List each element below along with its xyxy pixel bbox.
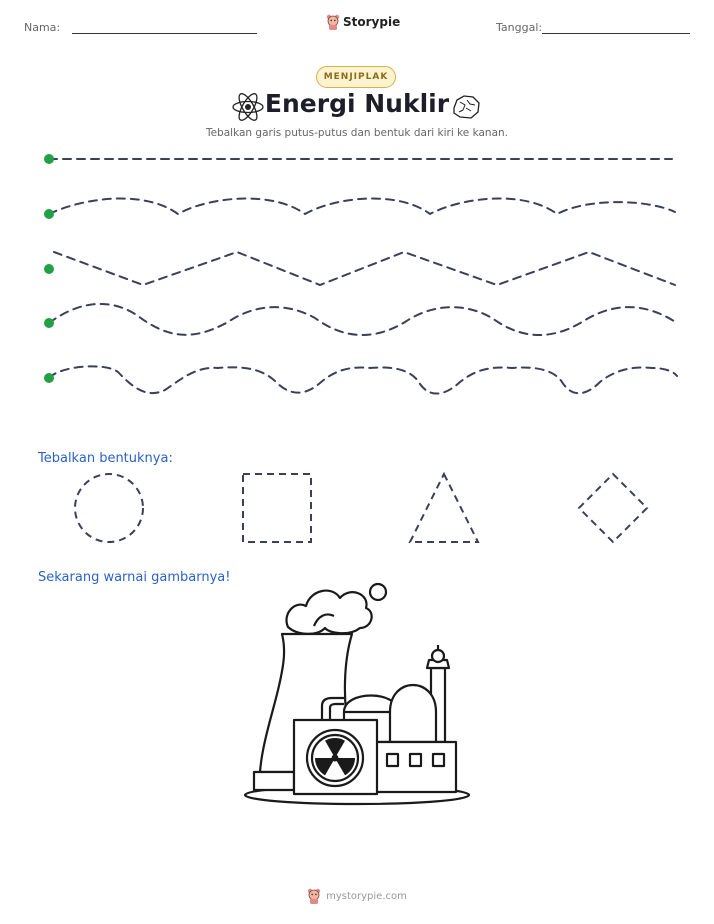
name-label: Nama: <box>24 21 61 34</box>
trace-line-zigzag[interactable] <box>53 250 676 287</box>
page-title: Energi Nuklir <box>264 89 450 118</box>
date-field[interactable] <box>542 33 690 34</box>
tracing-shapes <box>74 471 649 544</box>
trace-line-wave-2[interactable] <box>48 302 678 337</box>
trace-line-wave[interactable] <box>48 197 676 216</box>
trace-shape-circle[interactable] <box>74 473 144 543</box>
instructions: Tebalkan garis putus-putus dan bentuk da… <box>205 127 509 139</box>
footer-site: mystorypie.com <box>326 890 407 902</box>
footer: mystorypie.com <box>0 888 714 904</box>
tracing-lines <box>44 154 678 395</box>
start-dot-1 <box>44 154 54 164</box>
start-dot-4 <box>44 318 54 328</box>
bear-mascot-icon <box>307 888 321 904</box>
brand-name: Storypie <box>343 15 401 29</box>
start-dot-3 <box>44 264 54 274</box>
activity-badge: MENJIPLAK <box>316 66 396 88</box>
bear-mascot-icon <box>326 14 340 30</box>
trace-shape-triangle[interactable] <box>408 471 480 543</box>
storypie-logo: Storypie <box>326 14 400 30</box>
trace-shape-square[interactable] <box>242 473 312 543</box>
start-dot-2 <box>44 209 54 219</box>
radiation-symbol-icon <box>315 738 355 776</box>
date-label: Tanggal: <box>496 21 543 34</box>
trace-shape-diamond[interactable] <box>577 472 649 544</box>
coloring-section-label: Sekarang warnai gambarnya! <box>38 570 231 585</box>
shapes-section-label: Tebalkan bentuknya: <box>38 451 173 466</box>
trace-line-bumpy[interactable] <box>48 365 678 395</box>
uranium-rock-icon <box>453 95 480 119</box>
start-dot-5 <box>44 373 54 383</box>
nuclear-plant-illustration <box>243 582 471 806</box>
name-field[interactable] <box>72 33 257 34</box>
atom-icon <box>232 93 264 121</box>
